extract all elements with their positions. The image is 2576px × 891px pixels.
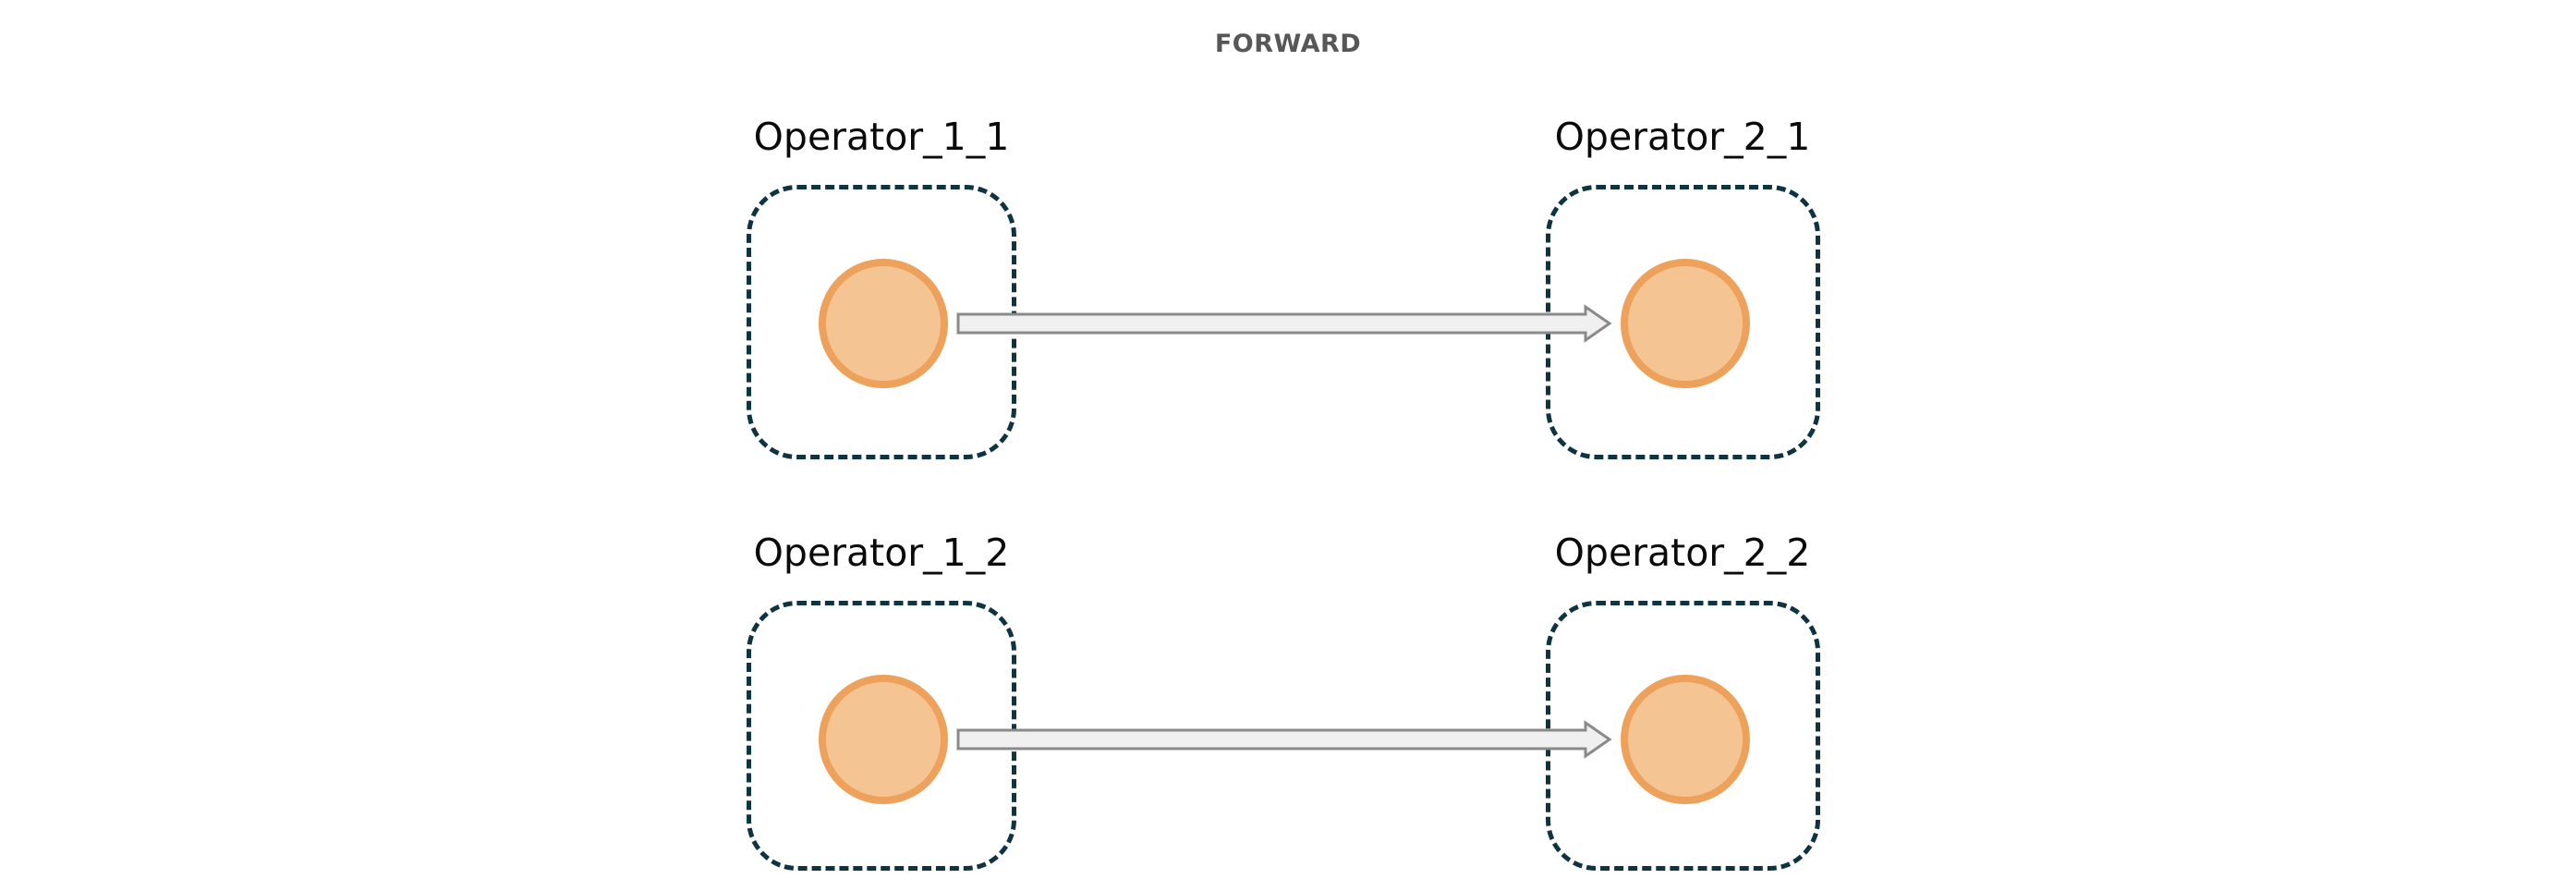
edge-arrow-op-1-2-to-op-2-2[interactable] xyxy=(956,720,1612,759)
node-circle-op-1-2[interactable] xyxy=(819,675,948,804)
node-label-op-1-1: Operator_1_1 xyxy=(753,115,1010,159)
node-label-op-1-2: Operator_1_2 xyxy=(753,531,1010,575)
node-circle-op-2-2[interactable] xyxy=(1621,675,1750,804)
node-circle-op-1-1[interactable] xyxy=(819,259,948,388)
node-label-op-2-1: Operator_2_1 xyxy=(1554,115,1811,159)
node-label-op-2-2: Operator_2_2 xyxy=(1554,531,1811,575)
diagram-title: FORWARD xyxy=(1214,30,1362,58)
node-circle-op-2-1[interactable] xyxy=(1621,259,1750,388)
edge-arrow-op-1-1-to-op-2-1[interactable] xyxy=(956,304,1612,343)
